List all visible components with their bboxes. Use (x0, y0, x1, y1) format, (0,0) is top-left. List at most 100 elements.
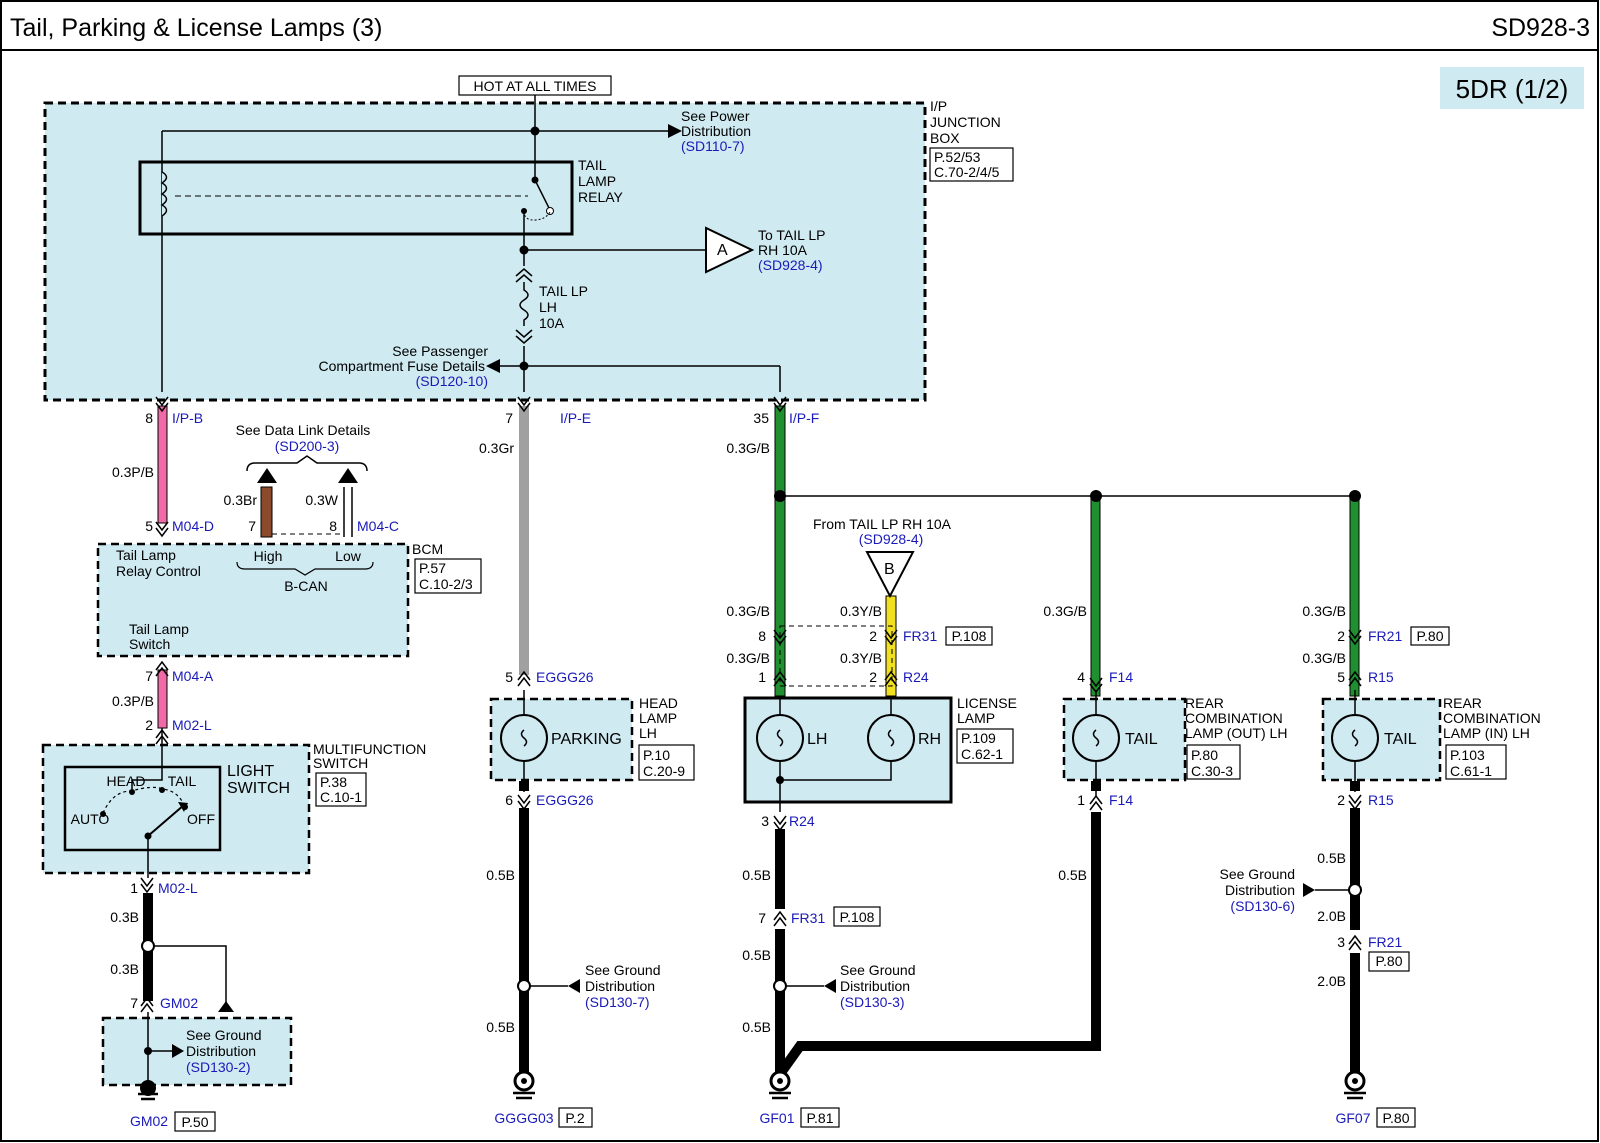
fuse-out-splice (519, 361, 529, 371)
m02l-top-name: M02-L (172, 717, 212, 733)
power-dist-1: See Power (681, 108, 750, 124)
license-ground-splice (776, 776, 784, 784)
switch-tail-wire (131, 770, 163, 789)
pass-fuse-ref: (SD120-10) (416, 373, 488, 389)
gf07-page-box (1376, 1107, 1416, 1128)
datalink-ref: (SD200-3) (275, 438, 340, 454)
parking-black-stub (519, 781, 529, 791)
ipf-name: I/P-F (789, 410, 819, 426)
rc-in-black-stub (1350, 781, 1360, 791)
fr31-top-pin2: 2 (869, 628, 877, 644)
parking-label: PARKING (551, 731, 622, 748)
mfs-ref-1: P.38 (320, 774, 347, 790)
park-ground-1: See Ground (585, 962, 661, 978)
wire-pink-bottom (157, 669, 168, 729)
bcm-switch-1: Tail Lamp (129, 621, 189, 637)
gm02-conn-pin: 7 (130, 995, 138, 1011)
power-splice (530, 126, 540, 136)
switch-lever-tip (178, 802, 188, 812)
light-switch-label-1: LIGHT (227, 763, 274, 780)
green-splice-2 (1090, 490, 1102, 502)
pass-fuse-2: Compartment Fuse Details (318, 358, 485, 374)
eggg-top-name: EGGG26 (536, 669, 594, 685)
lic-ground-ref: (SD130-3) (840, 994, 905, 1010)
gm02-splice (144, 1047, 152, 1055)
license-rh-label: RH (918, 731, 941, 748)
head-lamp-2: LAMP (639, 710, 677, 726)
license-label-1: LICENSE (957, 695, 1017, 711)
wire-label-g-b-fr21: 0.3G/B (1302, 603, 1346, 619)
rc-in-2: COMBINATION (1443, 710, 1541, 726)
bcm-box (96, 542, 410, 658)
f14-bot-pin: 1 (1077, 792, 1085, 808)
gf01-ground-symbol (769, 1091, 791, 1100)
m04c-pin8: 8 (329, 518, 337, 534)
sw-ground-arrow (218, 1001, 234, 1012)
fr31-top-ref: P.108 (952, 628, 987, 644)
r24-top-pin1: 1 (758, 669, 766, 685)
rc-out-black-stub (1091, 781, 1101, 791)
head-lamp-box (489, 697, 634, 782)
wire-label-g-b-lic1: 0.3G/B (726, 603, 770, 619)
power-dist-ref: (SD110-7) (681, 138, 745, 154)
page-code: SD928-3 (1491, 14, 1590, 42)
wire-label-br: 0.3Br (224, 492, 258, 508)
jbox-label-2: JUNCTION (930, 114, 1001, 130)
page-title: Tail, Parking & License Lamps (3) (10, 14, 382, 42)
relay-label-1: TAIL (578, 157, 607, 173)
wire-green-f14 (1090, 495, 1101, 697)
switch-tail: TAIL (168, 773, 197, 789)
rc-out-1: REAR (1185, 695, 1224, 711)
wire-label-g-b-r15: 0.3G/B (1302, 650, 1346, 666)
gf01-ground-center (777, 1078, 783, 1084)
rc-in-ref-1: P.103 (1450, 747, 1485, 763)
m04d-name: M04-D (172, 518, 214, 534)
to-tail-1: To TAIL LP (758, 227, 825, 243)
r15-top-pin: 5 (1337, 669, 1345, 685)
wire-green-r15 (1349, 495, 1360, 697)
power-dist-arrow (668, 124, 682, 138)
switch-off: OFF (187, 811, 215, 827)
bcm-ref-box (414, 558, 482, 594)
head-lamp-ref-box (638, 744, 695, 781)
wire-label-b-r15: 0.5B (1317, 850, 1346, 866)
fr21-bot-ref-box (1368, 951, 1410, 972)
parking-filament (520, 729, 528, 747)
wire-black-lic-2 (775, 929, 785, 1079)
m02l-bot-pin: 1 (130, 880, 138, 896)
jbox-label-3: BOX (930, 130, 960, 146)
r15-ground-1: See Ground (1220, 866, 1296, 882)
wire-black-lic-1 (775, 829, 785, 909)
rc-out-ref-2: C.30-3 (1191, 763, 1233, 779)
r15-ground-ref: (SD130-6) (1230, 898, 1295, 914)
head-lamp-ref-2: C.20-9 (643, 763, 685, 779)
fr31-bot-pin: 7 (758, 910, 766, 926)
gm02-name: GM02 (130, 1113, 168, 1129)
fr21-top-ref-box (1410, 626, 1450, 646)
fuse-label-1: TAIL LP (539, 283, 588, 299)
relay-spring (523, 210, 551, 221)
rc-out-3: LAMP (OUT) LH (1185, 725, 1287, 741)
light-switch-label-2: SWITCH (227, 780, 290, 797)
fuse-label-3: 10A (539, 315, 565, 331)
switch-head-contact (129, 789, 135, 795)
power-dist-2: Distribution (681, 123, 751, 139)
from-tail-label: From TAIL LP RH 10A (813, 516, 952, 532)
f14-top-name: F14 (1109, 669, 1133, 685)
rc-in-tail-label: TAIL (1384, 731, 1417, 748)
conn-b-label: B (884, 561, 895, 578)
wire-label-b-f14: 0.5B (1058, 867, 1087, 883)
relay-label-2: LAMP (578, 173, 616, 189)
datalink-label: See Data Link Details (236, 422, 371, 438)
head-lamp-ref-1: P.10 (643, 747, 670, 763)
jbox-label-1: I/P (930, 98, 947, 114)
rc-out-ref-1: P.80 (1191, 747, 1218, 763)
license-ref-1: P.109 (961, 730, 996, 746)
gggg-ground-symbol (513, 1091, 535, 1100)
wire-label-b-lic2: 0.5B (742, 947, 771, 963)
fr21-top-name: FR21 (1368, 628, 1402, 644)
r15-ground-splice (1348, 883, 1362, 897)
fr31-bot-ref-box (833, 906, 881, 927)
gggg-page-box (558, 1107, 593, 1128)
